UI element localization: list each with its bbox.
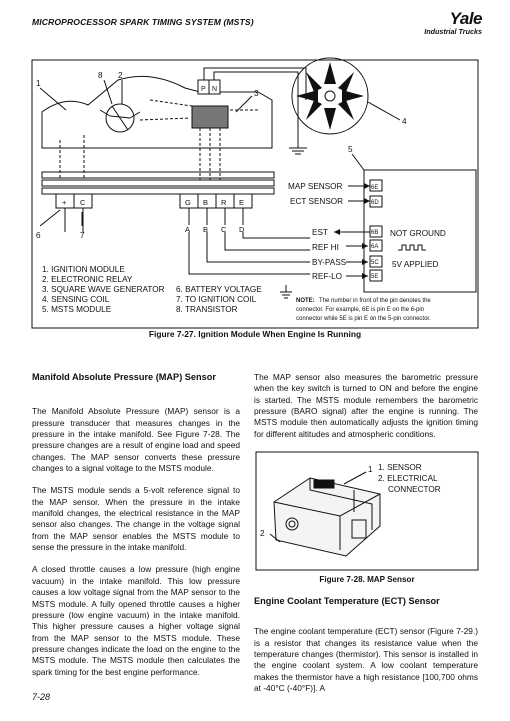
right-column-top: The MAP sensor also measures the baromet… — [254, 372, 478, 451]
ignition-module-housing — [41, 75, 273, 149]
legend-item-4: 4. SENSING COIL — [42, 295, 110, 304]
connector-pin-c: C — [221, 225, 227, 234]
connector-pin-d: D — [239, 225, 245, 234]
map-legend-2: 2. ELECTRICAL — [378, 474, 438, 483]
signal-ect-sensor: ECT SENSOR — [290, 197, 343, 206]
map-paragraph-2: The MSTS module sends a 5-volt reference… — [32, 485, 240, 553]
signal-bypass: BY-PASS — [312, 258, 347, 267]
figure-28-caption: Figure 7-28. MAP Sensor — [319, 575, 415, 584]
map-paragraph-1: The Manifold Absolute Pressure (MAP) sen… — [32, 406, 240, 474]
not-ground-label: NOT GROUND — [390, 229, 446, 238]
transistor-circle — [105, 103, 135, 133]
right-column-bottom: Engine Coolant Temperature (ECT) Sensor … — [254, 596, 478, 705]
legend-item-1: 1. IGNITION MODULE — [42, 265, 125, 274]
module-pin-g: G — [185, 198, 191, 207]
legend-item-3: 3. SQUARE WAVE GENERATOR — [42, 285, 165, 294]
pin-6b: 6B — [371, 230, 378, 236]
map-sensor-frame — [255, 451, 479, 571]
map-callout-1: 1 — [368, 465, 373, 474]
legend-item-5: 5. MSTS MODULE — [42, 305, 112, 314]
relay-pin-p: P — [201, 86, 206, 93]
left-column: Manifold Absolute Pressure (MAP) Sensor … — [32, 372, 240, 689]
relay-pin-n: N — [212, 86, 217, 93]
callout-1: 1 — [36, 79, 41, 88]
map-sensor-heading: Manifold Absolute Pressure (MAP) Sensor — [32, 372, 216, 382]
map-legend-1: 1. SENSOR — [378, 463, 422, 472]
figure-frame — [31, 59, 479, 329]
module-pin-plus: + — [62, 198, 67, 207]
module-pin-e: E — [239, 198, 244, 207]
distributor-wheel — [291, 57, 369, 135]
map-paragraph-3: A closed throttle causes a low pressure … — [32, 564, 240, 677]
square-wave-generator — [191, 105, 229, 129]
logo-brand: Yale — [449, 9, 483, 28]
note-line-2: connector. For example, 6E is pin E on t… — [296, 307, 424, 313]
figure-27-caption: Figure 7-27. Ignition Module When Engine… — [148, 329, 362, 339]
pin-6a: 6A — [371, 244, 378, 250]
module-pin-c: C — [80, 198, 86, 207]
pin-5c: 5C — [371, 260, 379, 266]
logo-subtitle: Industrial Trucks — [424, 27, 482, 36]
ect-paragraph: The engine coolant temperature (ECT) sen… — [254, 626, 478, 694]
module-pin-b: B — [203, 198, 208, 207]
msts-module-box — [363, 169, 477, 293]
map-sensor-figure: 1 2 1. SENSOR 2. ELECTRICAL CONNECTOR — [255, 451, 479, 571]
yale-logo: Yale Industrial Trucks — [424, 10, 482, 36]
signal-ref-lo: REF-LO — [312, 272, 342, 281]
callout-3: 3 — [254, 89, 259, 98]
legend-item-2: 2. ELECTRONIC RELAY — [42, 275, 133, 284]
five-volt-label: 5V APPLIED — [392, 260, 439, 269]
pin-6e: 6E — [371, 185, 378, 191]
map-callout-2: 2 — [260, 529, 265, 538]
callout-7: 7 — [80, 231, 85, 240]
legend-item-7: 7. TO IGNITION COIL — [176, 295, 257, 304]
callout-6: 6 — [36, 231, 41, 240]
legend-item-6: 6. BATTERY VOLTAGE — [176, 285, 262, 294]
callout-8: 8 — [98, 71, 103, 80]
pin-6d: 6D — [371, 200, 379, 206]
note-label: NOTE: — [296, 298, 315, 304]
legend-item-8: 8. TRANSISTOR — [176, 305, 238, 314]
connector-pin-a: A — [185, 225, 190, 234]
map-sensor-body — [273, 477, 381, 557]
callout-5: 5 — [348, 145, 353, 154]
callout-4: 4 — [402, 117, 407, 126]
module-pin-r: R — [221, 198, 227, 207]
map-legend-3: CONNECTOR — [388, 485, 441, 494]
pin-5e: 5E — [371, 274, 378, 280]
baro-paragraph: The MAP sensor also measures the baromet… — [254, 372, 478, 439]
signal-map-sensor: MAP SENSOR — [288, 182, 343, 191]
running-header: MICROPROCESSOR SPARK TIMING SYSTEM (MSTS… — [32, 17, 254, 27]
ect-sensor-heading: Engine Coolant Temperature (ECT) Sensor — [254, 596, 440, 606]
ignition-module-diagram: 8 2 1 3 4 5 6 7 P N + C G B R E A B C D … — [31, 57, 479, 329]
signal-est: EST — [312, 228, 328, 237]
note-line-1: The number in front of the pin denotes t… — [319, 298, 431, 304]
callout-2: 2 — [118, 71, 123, 80]
note-line-3: connector while 5E is pin E on the 5-pin… — [296, 316, 431, 322]
page-number: 7-28 — [32, 692, 51, 702]
connector-pin-b: B — [203, 225, 208, 234]
signal-ref-hi: REF HI — [312, 243, 339, 252]
